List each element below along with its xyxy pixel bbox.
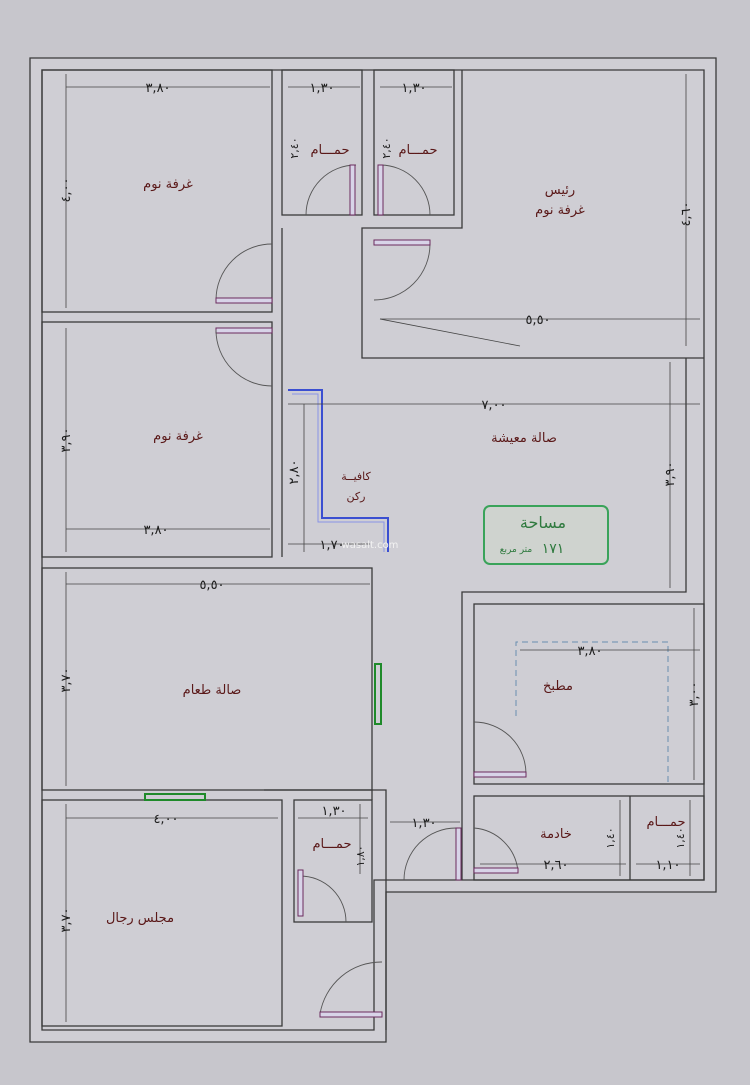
dim-bath-3-width: ١,٣٠ bbox=[321, 804, 346, 819]
dim-bath-2-height: ٢,٤٠ bbox=[380, 137, 393, 158]
label-master-line2: غرفة نوم bbox=[535, 203, 585, 218]
area-title: مساحة bbox=[520, 513, 566, 532]
label-maid: خادمة bbox=[540, 827, 572, 842]
dim-maid-height: ١,٤٠ bbox=[604, 827, 617, 848]
dim-bath-1-width: ١,٣٠ bbox=[309, 81, 334, 96]
label-bath-2: حمـــام bbox=[399, 143, 438, 158]
dim-majlis-height: ٣,٧٠ bbox=[59, 907, 74, 932]
label-kitchen: مطبخ bbox=[543, 679, 573, 694]
dim-bedroom-2-height: ٣,٩٠ bbox=[59, 427, 74, 452]
entry-wall bbox=[372, 789, 387, 1030]
label-master-line1: رئيس bbox=[545, 183, 575, 198]
label-living: صالة معيشة bbox=[491, 431, 557, 446]
label-bath-4: حمـــام bbox=[647, 815, 686, 830]
bedroom-1-outline bbox=[41, 69, 273, 313]
dim-corridor-width: ١,٧٠ bbox=[319, 538, 344, 553]
dim-living-height: ٣,٩٠ bbox=[663, 461, 678, 486]
dining-outline bbox=[41, 567, 373, 791]
dim-bedroom-1-width: ٣,٨٠ bbox=[145, 81, 170, 96]
cafe-corner-outline bbox=[288, 389, 389, 552]
dim-bath-4-width: ١,١٠ bbox=[655, 858, 680, 873]
dim-entry-width: ١,٣٠ bbox=[411, 816, 436, 831]
majlis-top-wall bbox=[264, 789, 373, 800]
bath-1-outline bbox=[281, 69, 363, 216]
dim-corridor-height: ٢,٨٠ bbox=[287, 459, 302, 484]
dim-bath-2-width: ١,٣٠ bbox=[401, 81, 426, 96]
majlis-window bbox=[144, 793, 206, 801]
dim-dining-height: ٣,٧٠ bbox=[59, 667, 74, 692]
dim-maid-width: ٢,٦٠ bbox=[543, 858, 568, 873]
dim-dining-width: ٥,٥٠ bbox=[199, 578, 224, 593]
dim-kitchen-width: ٣,٨٠ bbox=[577, 644, 602, 659]
living-outline bbox=[461, 358, 687, 880]
label-cafe-line2: ركن bbox=[347, 490, 366, 503]
bedroom-2-outline bbox=[41, 321, 273, 558]
doors bbox=[215, 164, 527, 1018]
dim-master-width: ٥,٥٠ bbox=[525, 313, 550, 328]
dim-bath-1-height: ٢,٤٠ bbox=[288, 137, 301, 158]
bath-2-outline bbox=[373, 69, 455, 216]
dim-majlis-width: ٤,٠٠ bbox=[153, 812, 178, 827]
master-bedroom-outline bbox=[361, 70, 704, 359]
area-box bbox=[483, 505, 609, 565]
interior-walls bbox=[41, 69, 705, 1030]
watermark-text: wasalt.com bbox=[342, 540, 399, 551]
label-cafe-line1: كافيــة bbox=[341, 470, 371, 483]
bath-3-outline bbox=[293, 799, 373, 923]
label-majlis: مجلس رجال bbox=[106, 911, 174, 926]
dim-living-width: ٧,٠٠ bbox=[481, 398, 506, 413]
label-bedroom-2: غرفة نوم bbox=[153, 429, 203, 444]
dining-window bbox=[374, 663, 382, 725]
dimension-lines bbox=[65, 74, 700, 1022]
label-dining: صالة طعام bbox=[183, 683, 242, 698]
label-bath-1: حمـــام bbox=[311, 143, 350, 158]
kitchen-counter-dashed bbox=[515, 641, 669, 784]
dim-master-height: ٤,٦٠ bbox=[679, 201, 694, 226]
area-unit: متر مربع bbox=[500, 545, 533, 555]
dim-bath-4-height: ١,٤٠ bbox=[674, 827, 687, 848]
label-bedroom-1: غرفة نوم bbox=[143, 177, 193, 192]
maid-outline bbox=[473, 795, 705, 881]
dim-bedroom-2-width: ٣,٨٠ bbox=[143, 523, 168, 538]
area-value: ١٧١ bbox=[542, 541, 565, 557]
kitchen-outline bbox=[473, 603, 705, 785]
dim-kitchen-height: ٣,٠٠ bbox=[687, 681, 702, 706]
label-bath-3: حمـــام bbox=[313, 837, 352, 852]
dim-bedroom-1-height: ٤,٠٠ bbox=[59, 177, 74, 202]
dim-bath-3-height: ١,٨٠ bbox=[354, 845, 367, 866]
